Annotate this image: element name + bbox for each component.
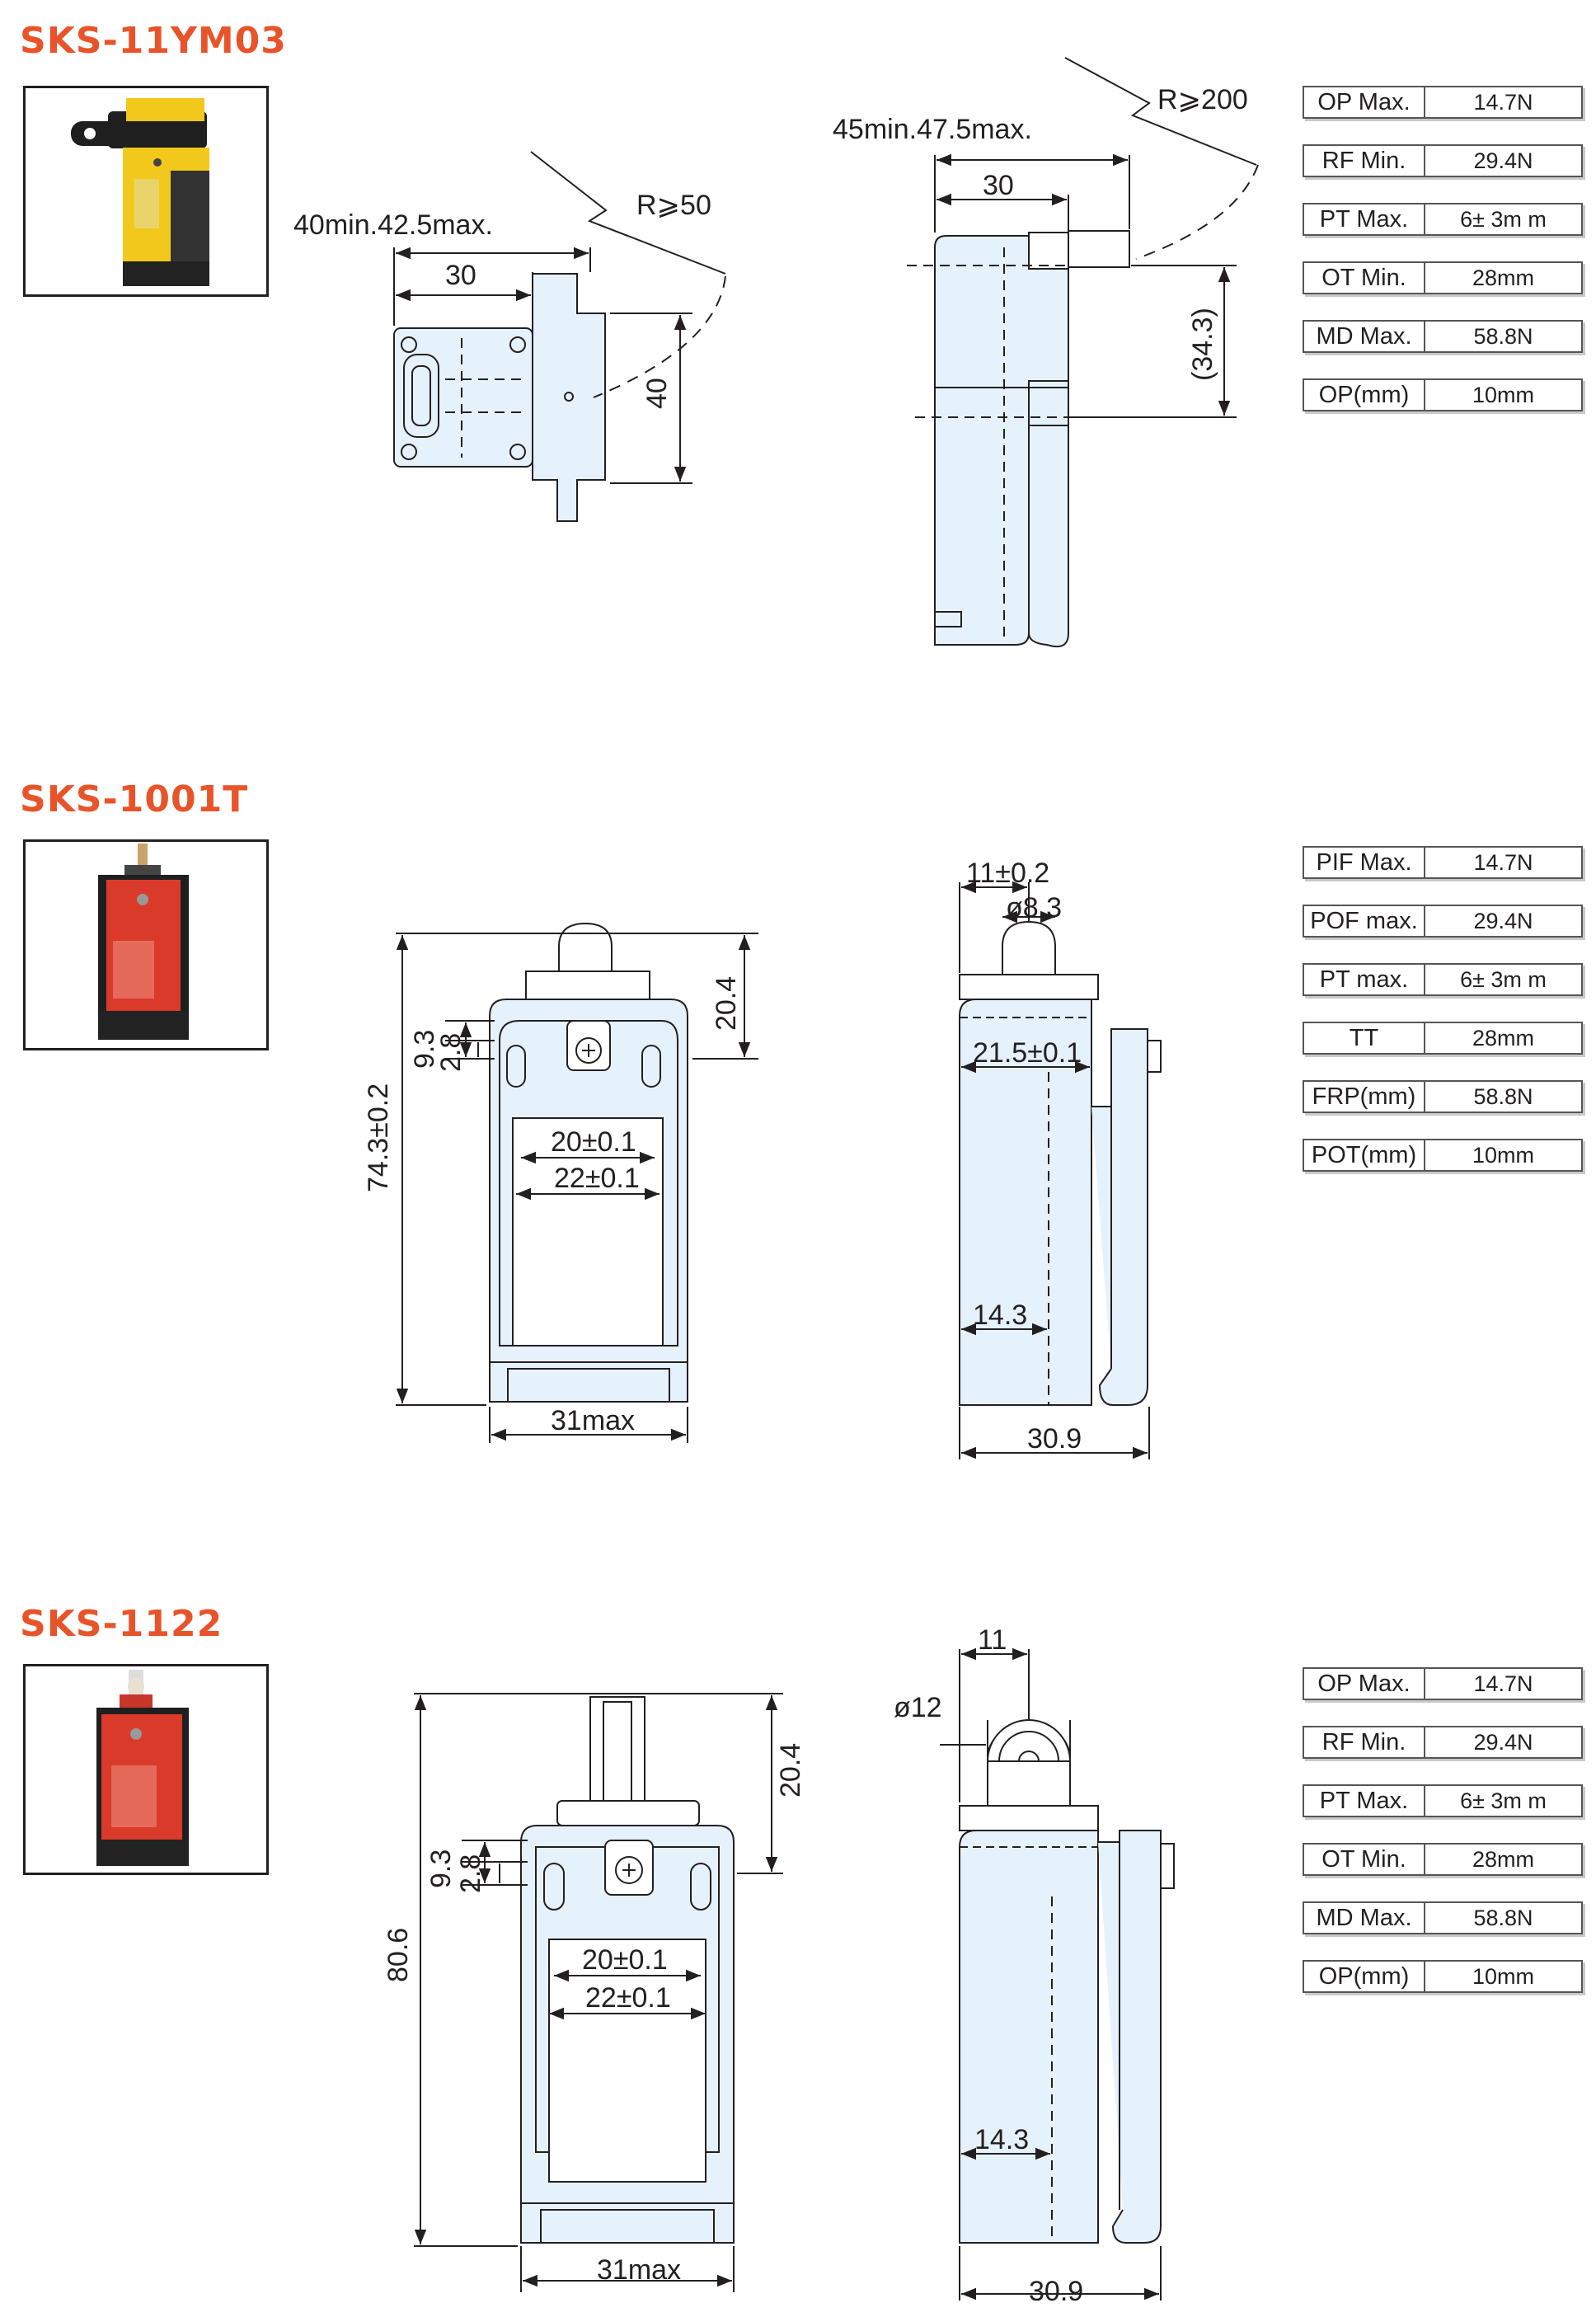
dim-label: 30 bbox=[445, 260, 476, 291]
sks1001t-front-view bbox=[396, 922, 758, 1443]
spec-key: OT Min. bbox=[1304, 263, 1425, 293]
spec-value: 58.8N bbox=[1473, 1083, 1533, 1109]
dim-label: 9.3 bbox=[425, 1849, 457, 1888]
spec-key: RF Min. bbox=[1304, 1727, 1425, 1757]
dim-label: 2.8 bbox=[455, 1854, 486, 1893]
dim-label: (34.3) bbox=[1187, 308, 1218, 381]
spec-row: POF max. 29.4N bbox=[1303, 905, 1583, 938]
model-title-3: SKS-1122 bbox=[20, 1603, 223, 1645]
spec-value: 29.4N bbox=[1473, 1729, 1533, 1755]
spec-row: POT(mm) 10mm bbox=[1303, 1139, 1583, 1172]
model-title-1: SKS-11YM03 bbox=[20, 20, 287, 62]
spec-value: 28mm bbox=[1472, 1846, 1534, 1872]
model-title-2: SKS-1001T bbox=[20, 778, 249, 820]
spec-value: 10mm bbox=[1472, 1963, 1534, 1989]
spec-value: 6± 3m m bbox=[1460, 966, 1547, 992]
dim-label: 22±0.1 bbox=[585, 1982, 671, 2014]
spec-key: OP(mm) bbox=[1304, 1962, 1425, 1991]
dim-label: 31max bbox=[597, 2254, 681, 2286]
dim-label: ø12 bbox=[894, 1692, 942, 1723]
dim-label: 74.3±0.2 bbox=[363, 1083, 394, 1192]
dim-label: 2.8 bbox=[435, 1033, 467, 1072]
spec-value: 14.7N bbox=[1473, 1671, 1533, 1696]
spec-value: 14.7N bbox=[1473, 849, 1533, 875]
dim-label: 40min.42.5max. bbox=[293, 209, 493, 241]
spec-key: OP(mm) bbox=[1304, 380, 1425, 410]
spec-value: 6± 3m m bbox=[1460, 1788, 1547, 1813]
spec-row: MD Max. 58.8N bbox=[1303, 1901, 1583, 1934]
spec-value: 29.4N bbox=[1473, 908, 1533, 933]
spec-row: OT Min. 28mm bbox=[1303, 261, 1583, 294]
dim-label: 20±0.1 bbox=[582, 1944, 668, 1976]
spec-key: PT Max. bbox=[1304, 1786, 1425, 1816]
spec-value: 10mm bbox=[1472, 1142, 1534, 1168]
spec-row: PT Max. 6± 3m m bbox=[1303, 1784, 1583, 1817]
spec-row: OP(mm) 10mm bbox=[1303, 1960, 1583, 1993]
spec-row: MD Max. 58.8N bbox=[1303, 320, 1583, 353]
sks11ym03-side-view bbox=[907, 57, 1259, 648]
spec-value: 6± 3m m bbox=[1460, 206, 1547, 232]
product-photo-1 bbox=[23, 86, 269, 297]
spec-key: PT max. bbox=[1304, 965, 1425, 994]
dim-label: R⩾50 bbox=[636, 190, 711, 221]
dim-label: 11±0.2 bbox=[966, 858, 1049, 889]
dim-label: 30 bbox=[983, 170, 1014, 201]
spec-key: FRP(mm) bbox=[1304, 1082, 1425, 1112]
spec-value: 58.8N bbox=[1473, 1905, 1533, 1930]
spec-row: PT Max. 6± 3m m bbox=[1303, 203, 1583, 236]
dim-label: 45min.47.5max. bbox=[833, 114, 1032, 145]
spec-key: MD Max. bbox=[1304, 322, 1425, 351]
sks1001t-side-view bbox=[959, 881, 1162, 1459]
spec-row: PIF Max. 14.7N bbox=[1303, 846, 1583, 879]
spec-key: POT(mm) bbox=[1304, 1140, 1425, 1170]
spec-row: TT 28mm bbox=[1303, 1022, 1583, 1055]
spec-row: OP(mm) 10mm bbox=[1303, 378, 1583, 411]
dim-label: 20.4 bbox=[775, 1743, 806, 1798]
dim-label: 20±0.1 bbox=[551, 1126, 636, 1158]
spec-row: OP Max. 14.7N bbox=[1303, 86, 1583, 119]
sks1122-front-view bbox=[414, 1693, 783, 2292]
sks11ym03-front-view bbox=[393, 151, 726, 522]
spec-value: 58.8N bbox=[1473, 323, 1533, 349]
dim-label: 14.3 bbox=[974, 2124, 1029, 2155]
dim-label: 30.9 bbox=[1027, 1423, 1082, 1455]
spec-key: MD Max. bbox=[1304, 1903, 1425, 1933]
dim-label: 11 bbox=[978, 1624, 1007, 1656]
spec-value: 28mm bbox=[1472, 1025, 1534, 1050]
dim-label: 30.9 bbox=[1029, 2276, 1083, 2307]
product-photo-2 bbox=[23, 839, 269, 1050]
dim-label: R⩾200 bbox=[1157, 84, 1248, 115]
spec-value: 10mm bbox=[1472, 382, 1534, 407]
spec-row: RF Min. 29.4N bbox=[1303, 1726, 1583, 1759]
dim-label: 21.5±0.1 bbox=[973, 1037, 1082, 1069]
sks1122-side-view bbox=[940, 1647, 1175, 2301]
spec-row: PT max. 6± 3m m bbox=[1303, 963, 1583, 996]
dim-label: 40 bbox=[641, 378, 673, 409]
spec-key: OP Max. bbox=[1304, 87, 1425, 117]
spec-key: RF Min. bbox=[1304, 146, 1425, 176]
dim-label: 22±0.1 bbox=[554, 1163, 640, 1194]
product-photo-3 bbox=[23, 1664, 269, 1875]
dim-label: ø8.3 bbox=[1006, 892, 1062, 924]
spec-row: OP Max. 14.7N bbox=[1303, 1667, 1583, 1700]
spec-key: PT Max. bbox=[1304, 204, 1425, 234]
spec-value: 29.4N bbox=[1473, 148, 1533, 173]
spec-key: OT Min. bbox=[1304, 1845, 1425, 1874]
dim-label: 80.6 bbox=[383, 1928, 414, 1982]
spec-key: OP Max. bbox=[1304, 1669, 1425, 1699]
spec-key: POF max. bbox=[1304, 906, 1425, 936]
spec-row: OT Min. 28mm bbox=[1303, 1843, 1583, 1876]
dim-label: 14.3 bbox=[973, 1299, 1027, 1331]
spec-key: TT bbox=[1304, 1023, 1425, 1053]
spec-value: 14.7N bbox=[1473, 89, 1533, 115]
dim-label: 9.3 bbox=[409, 1030, 440, 1069]
spec-value: 28mm bbox=[1472, 265, 1534, 290]
spec-row: RF Min. 29.4N bbox=[1303, 144, 1583, 177]
dim-label: 20.4 bbox=[711, 976, 742, 1031]
spec-row: FRP(mm) 58.8N bbox=[1303, 1080, 1583, 1113]
spec-key: PIF Max. bbox=[1304, 848, 1425, 877]
dim-label: 31max bbox=[551, 1405, 635, 1436]
